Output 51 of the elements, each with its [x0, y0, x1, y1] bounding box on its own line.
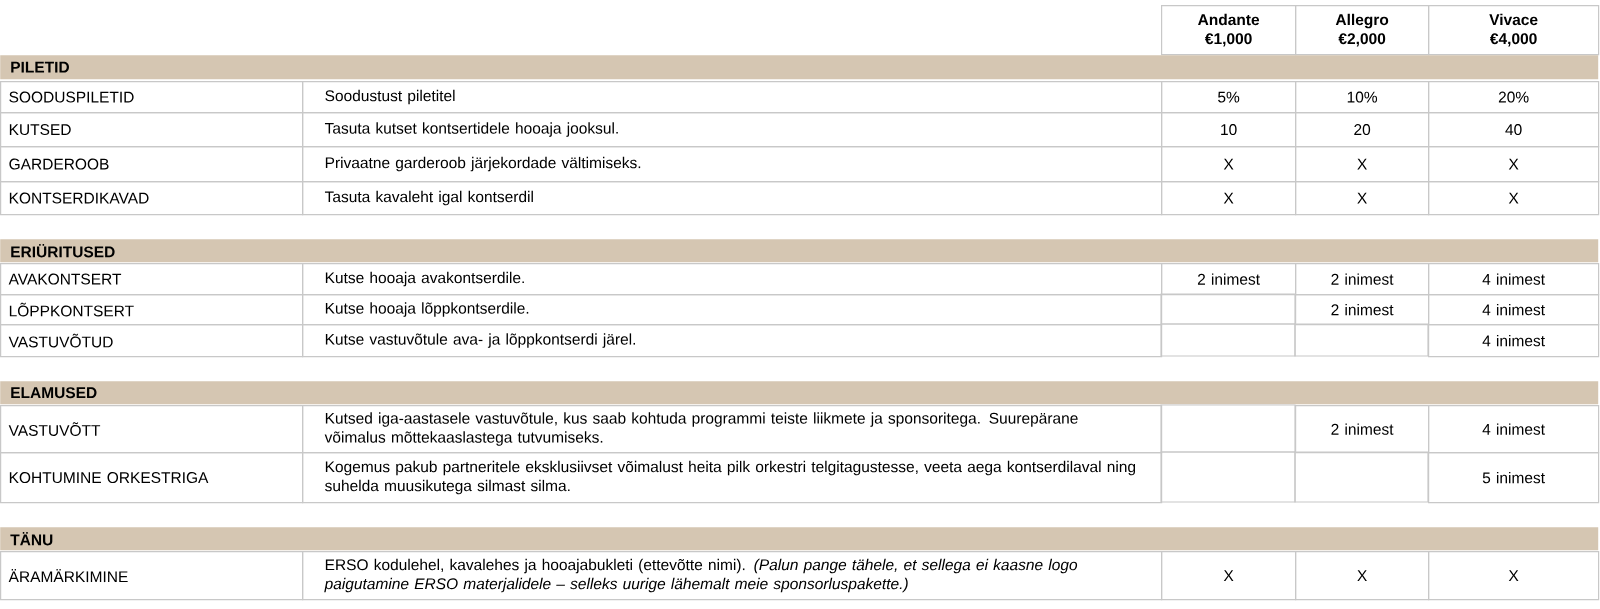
table-cell: LÕPPKONTSERT [0, 294, 304, 326]
table-cell: KONTSERDIKAVAD [0, 181, 304, 216]
table-cell: X [1428, 551, 1600, 601]
table-cell: Kutse hooaja avakontserdile. [302, 263, 1163, 296]
table-cell: Kutse vastuvõtule ava- ja lõppkontserdi järel. [302, 324, 1163, 358]
table-cell: Tasuta kavaleht igal kontserdil [302, 181, 1163, 216]
table-cell: 4 inimest [1428, 294, 1600, 326]
table-cell: 10 [1161, 112, 1297, 148]
table-cell: 2 inimest [1295, 294, 1430, 326]
table-cell: X [1428, 146, 1600, 183]
table-cell: X [1161, 146, 1297, 183]
table-cell: SOODUSPILETID [0, 81, 304, 114]
table-cell: VASTUVÕTT [0, 405, 304, 454]
table-cell: X [1295, 181, 1430, 216]
table-cell: X [1161, 551, 1297, 601]
table-cell: 2 inimest [1161, 263, 1297, 296]
section-header-band: TÄNU [0, 527, 1599, 551]
table-cell: 20 [1295, 112, 1430, 148]
table-cell: AVAKONTSERT [0, 263, 304, 296]
table-cell: X [1428, 181, 1600, 216]
section-header-band: ERIÜRITUSED [0, 239, 1599, 263]
section-header-band: ELAMUSED [0, 381, 1599, 405]
table-cell: X [1295, 146, 1430, 183]
column-header: Andante €1,000 [1161, 5, 1297, 56]
table-cell: 40 [1428, 112, 1600, 148]
table-cell: Soodustust piletitel [302, 81, 1163, 114]
table-cell: VASTUVÕTUD [0, 324, 304, 358]
table-cell: Tasuta kutset kontsertidele hooaja jooksul. [302, 112, 1163, 148]
table-cell: 4 inimest [1428, 263, 1600, 296]
table-cell: 20% [1428, 81, 1600, 114]
table-cell: 2 inimest [1295, 405, 1430, 454]
table-cell: 5 inimest [1428, 452, 1600, 504]
table-cell: Kutse hooaja lõppkontserdile. [302, 294, 1163, 326]
table-cell: X [1161, 181, 1297, 216]
table-cell: Kogemus pakub partneritele eksklusiivset võimalust heita pilk orkestri telgitagustesse, veeta aega kontserdilaval ning suhelda muusikutega silmast silma. [302, 452, 1163, 504]
table-cell: Privaatne garderoob järjekordade vältimiseks. [302, 146, 1163, 183]
column-header: Allegro €2,000 [1295, 5, 1430, 56]
table-cell: 10% [1295, 81, 1430, 114]
column-header: Vivace €4,000 [1428, 5, 1600, 56]
table-cell: 4 inimest [1428, 405, 1600, 454]
table-cell: 4 inimest [1428, 324, 1600, 358]
table-cell: ÄRAMÄRKIMINE [0, 551, 304, 601]
table-cell: KUTSED [0, 112, 304, 148]
table-cell: 5% [1161, 81, 1297, 114]
table-cell: Kutsed iga-aastasele vastuvõtule, kus saab kohtuda programmi teiste liikmete ja sponsoritega. Suurepärane võimalus mõttekaaslastega tutvumiseks. [302, 405, 1163, 454]
table-cell: ERSO kodulehel, kavalehes ja hooajabukleti (ettevõtte nimi). (Palun pange tähele, et sellega ei kaasne logo paigutamine ERSO materjalidele – selleks uurige lähemalt meie sponsorluspakette.) [302, 551, 1163, 601]
table-cell: KOHTUMINE ORKESTRIGA [0, 452, 304, 504]
section-header-band: PILETID [0, 55, 1599, 80]
table-cell: GARDEROOB [0, 146, 304, 183]
table-cell: X [1295, 551, 1430, 601]
table-cell: 2 inimest [1295, 263, 1430, 296]
